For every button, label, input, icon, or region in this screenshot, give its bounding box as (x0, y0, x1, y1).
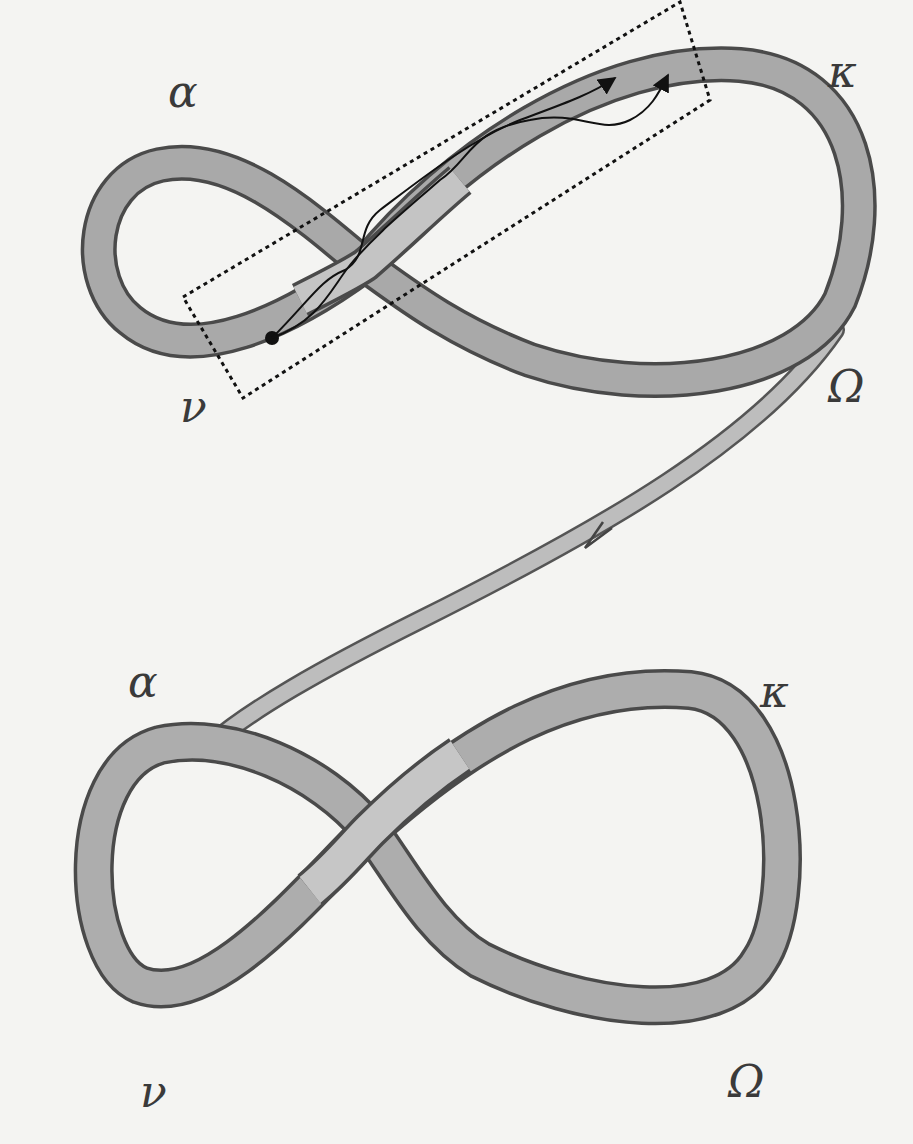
nu-label: ν (140, 1070, 167, 1114)
nu-label: ν (180, 385, 207, 429)
omega-label: Ω (828, 365, 864, 409)
kappa-label: κ (828, 50, 857, 94)
alpha-label: α (168, 70, 198, 114)
omega-label: Ω (728, 1060, 764, 1104)
kappa-label: κ (760, 670, 789, 714)
alpha-label: α (128, 660, 158, 704)
